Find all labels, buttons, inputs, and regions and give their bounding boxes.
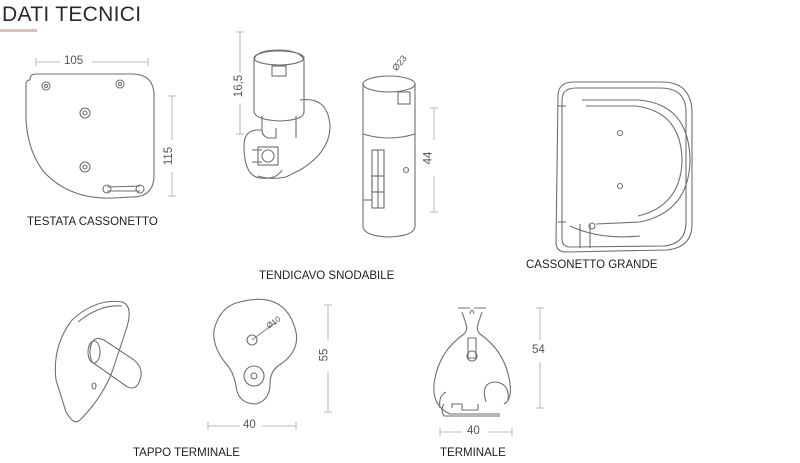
caption-terminale: TERMINALE: [440, 447, 506, 459]
title-underline: [0, 29, 37, 32]
caption-testata-cassonetto: TESTATA CASSONETTO: [27, 216, 158, 228]
caption-tappo-terminale: TAPPO TERMINALE: [133, 447, 240, 459]
caption-tendicavo-snodabile: TENDICAVO SNODABILE: [259, 270, 395, 282]
cassonetto-grande-drawing: [555, 81, 693, 253]
tendicavo-length-label: 44: [422, 151, 435, 165]
tendicavo-right-dim: [430, 107, 438, 213]
tendicavo-right-drawing: [362, 75, 416, 238]
testata-height-label: 115: [163, 146, 176, 166]
tendicavo-height-label: 16,5: [233, 74, 246, 98]
terminale-width-label: 40: [467, 425, 480, 437]
tappo-height-label: 55: [318, 348, 331, 362]
testata-dim-lines: [35, 58, 176, 197]
terminale-drawing: [433, 307, 511, 417]
terminale-dim-lines: [439, 307, 544, 436]
tappo-dim-lines: [207, 304, 332, 430]
testata-width-label: 105: [64, 55, 84, 67]
testata-cassonetto-drawing: [25, 73, 155, 199]
tendicavo-left-dim: [236, 31, 244, 135]
terminale-height-label: 54: [532, 344, 545, 356]
caption-cassonetto-grande: CASSONETTO GRANDE: [526, 259, 658, 271]
tendicavo-left-drawing: [243, 49, 331, 179]
tappo-flat-drawing: [213, 298, 298, 405]
tappo-3d-drawing: [54, 300, 142, 423]
tappo-width-label: 40: [243, 419, 256, 431]
page-title: DATI TECNICI: [2, 3, 142, 26]
